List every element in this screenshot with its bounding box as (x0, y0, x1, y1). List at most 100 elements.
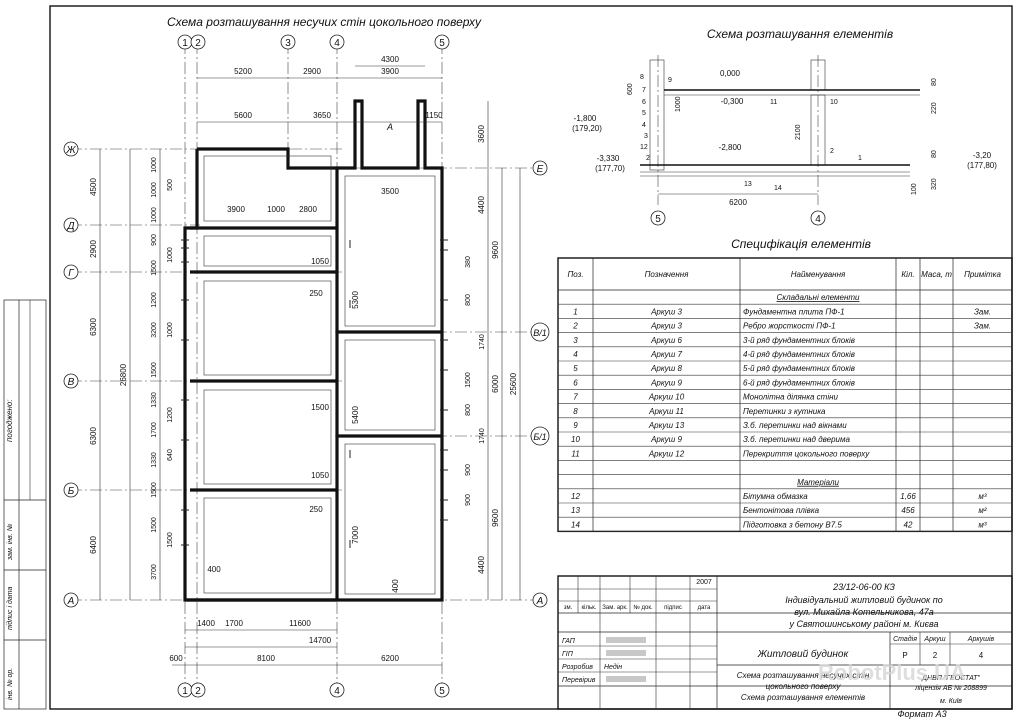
svg-text:1330: 1330 (151, 452, 158, 468)
svg-text:3900: 3900 (381, 67, 399, 76)
svg-text:9600: 9600 (491, 509, 500, 527)
plan-bottom-dims: 1400 1700 11600 14700 600 8100 6200 (169, 619, 442, 666)
spec-cell: 13 (571, 506, 580, 515)
section-title: Схема розташування елементів (707, 27, 893, 41)
spec-header: Позначення (645, 270, 690, 279)
svg-text:25600: 25600 (509, 372, 518, 395)
svg-text:1200: 1200 (151, 292, 158, 308)
spec-cell: 5-й ряд фундаментних блоків (743, 364, 855, 373)
svg-text:4: 4 (334, 686, 340, 697)
svg-text:2: 2 (195, 38, 201, 49)
left-strip: погоджено: зам. інв. № підпис і дата інв… (3, 299, 47, 710)
spec-cell: 1,66 (900, 492, 916, 501)
spec-cell: 10 (571, 435, 580, 444)
spec-cell: Аркуш 7 (650, 350, 682, 359)
svg-text:-1,800: -1,800 (574, 114, 597, 123)
svg-text:1500: 1500 (465, 372, 472, 388)
spec-cell: Бентонітова плівка (743, 506, 820, 515)
replace-inv-label: зам. інв. № (6, 523, 14, 561)
spec-cell: м³ (978, 492, 986, 501)
svg-text:Схема розташування несучих сті: Схема розташування несучих стін (737, 671, 870, 680)
spec-cell: 42 (904, 520, 913, 529)
svg-text:640: 640 (167, 449, 174, 461)
svg-text:№ док.: № док. (633, 604, 653, 611)
svg-text:380: 380 (465, 256, 472, 268)
spec-group: Матеріали (797, 478, 839, 487)
svg-text:ліцензія АБ № 208899: ліцензія АБ № 208899 (914, 684, 987, 692)
svg-text:5: 5 (642, 110, 646, 117)
svg-text:80: 80 (931, 78, 938, 86)
svg-text:320: 320 (931, 178, 938, 190)
svg-text:1000: 1000 (151, 157, 158, 173)
svg-text:600: 600 (627, 83, 634, 95)
svg-text:1000: 1000 (167, 247, 174, 263)
spec-cell: Аркуш 10 (648, 393, 685, 402)
svg-text:11600: 11600 (289, 619, 311, 628)
spec-cell: 9 (573, 421, 578, 430)
svg-text:цокольного поверху: цокольного поверху (766, 682, 842, 691)
spec-cell: Аркуш 9 (650, 435, 682, 444)
svg-text:Індивідуальний житловий будино: Індивідуальний житловий будинок по (785, 595, 942, 605)
spec-cell: Аркуш 12 (648, 449, 685, 458)
watermark: RobotPlus.UA (818, 660, 966, 685)
svg-text:вул. Михайла Котельникова, 47а: вул. Михайла Котельникова, 47а (794, 607, 933, 617)
spec-cell: Зам. (974, 307, 991, 316)
svg-text:400: 400 (207, 565, 221, 574)
svg-text:1: 1 (182, 38, 188, 49)
svg-text:5600: 5600 (234, 111, 252, 120)
svg-text:ГІП: ГІП (562, 651, 574, 658)
svg-text:Стадія: Стадія (893, 635, 917, 643)
svg-text:900: 900 (465, 464, 472, 476)
svg-text:5300: 5300 (351, 291, 360, 309)
spec-title: Специфікація елементів (731, 237, 871, 251)
svg-text:1500: 1500 (151, 260, 158, 276)
svg-text:В/1: В/1 (533, 328, 547, 338)
axis-bubbles-left: Ж Д Г В Б А (63, 141, 79, 608)
svg-text:1000: 1000 (151, 207, 158, 223)
svg-text:2: 2 (933, 651, 938, 660)
spec-cell: Ребро жорсткості ПФ-1 (743, 322, 836, 331)
svg-text:-3,330: -3,330 (597, 154, 620, 163)
svg-text:600: 600 (169, 654, 183, 663)
spec-cell: Аркуш 13 (648, 421, 685, 430)
plan-interior-dims: 3900 1000 2800 3500 1050 250 1500 1050 2… (207, 187, 400, 593)
svg-text:2: 2 (646, 155, 650, 162)
svg-text:2800: 2800 (299, 205, 317, 214)
svg-text:23/12-06-00 КЗ: 23/12-06-00 КЗ (832, 582, 895, 592)
svg-text:Б: Б (68, 486, 75, 497)
svg-text:1740: 1740 (479, 428, 486, 444)
spec-cell: Зам. (974, 322, 991, 331)
spec-cell: Аркуш 6 (650, 336, 682, 345)
svg-text:2100: 2100 (795, 124, 802, 140)
svg-text:2007: 2007 (696, 579, 712, 586)
svg-text:250: 250 (309, 289, 323, 298)
svg-text:5: 5 (655, 214, 661, 225)
spec-header: Примітка (964, 270, 1001, 279)
svg-text:4: 4 (979, 651, 984, 660)
svg-text:Р: Р (902, 651, 907, 660)
svg-text:ГАП: ГАП (562, 638, 576, 645)
svg-text:4500: 4500 (89, 178, 98, 196)
svg-text:Г: Г (68, 268, 75, 279)
svg-text:1500: 1500 (311, 403, 329, 412)
svg-text:4400: 4400 (477, 196, 486, 214)
svg-text:Ж: Ж (65, 145, 76, 156)
spec-cell: 11 (571, 449, 579, 458)
window-marks (181, 239, 448, 548)
svg-text:-3,20: -3,20 (973, 151, 992, 160)
svg-text:3900: 3900 (227, 205, 245, 214)
svg-text:14700: 14700 (309, 636, 332, 645)
spec-cell: 5 (573, 364, 578, 373)
svg-text:1740: 1740 (479, 334, 486, 350)
svg-text:3700: 3700 (151, 564, 158, 580)
svg-text:8: 8 (640, 74, 644, 81)
spec-cell: Аркуш 3 (650, 322, 682, 331)
svg-text:1500: 1500 (167, 532, 174, 548)
svg-text:Е: Е (537, 164, 544, 175)
svg-text:Аркушів: Аркушів (967, 635, 995, 643)
svg-text:Д: Д (66, 221, 74, 232)
svg-text:дата: дата (698, 605, 711, 611)
svg-text:9600: 9600 (491, 241, 500, 259)
svg-text:зм.: зм. (564, 605, 573, 611)
spec-cell: З.б. перетинки над дверима (743, 435, 850, 444)
